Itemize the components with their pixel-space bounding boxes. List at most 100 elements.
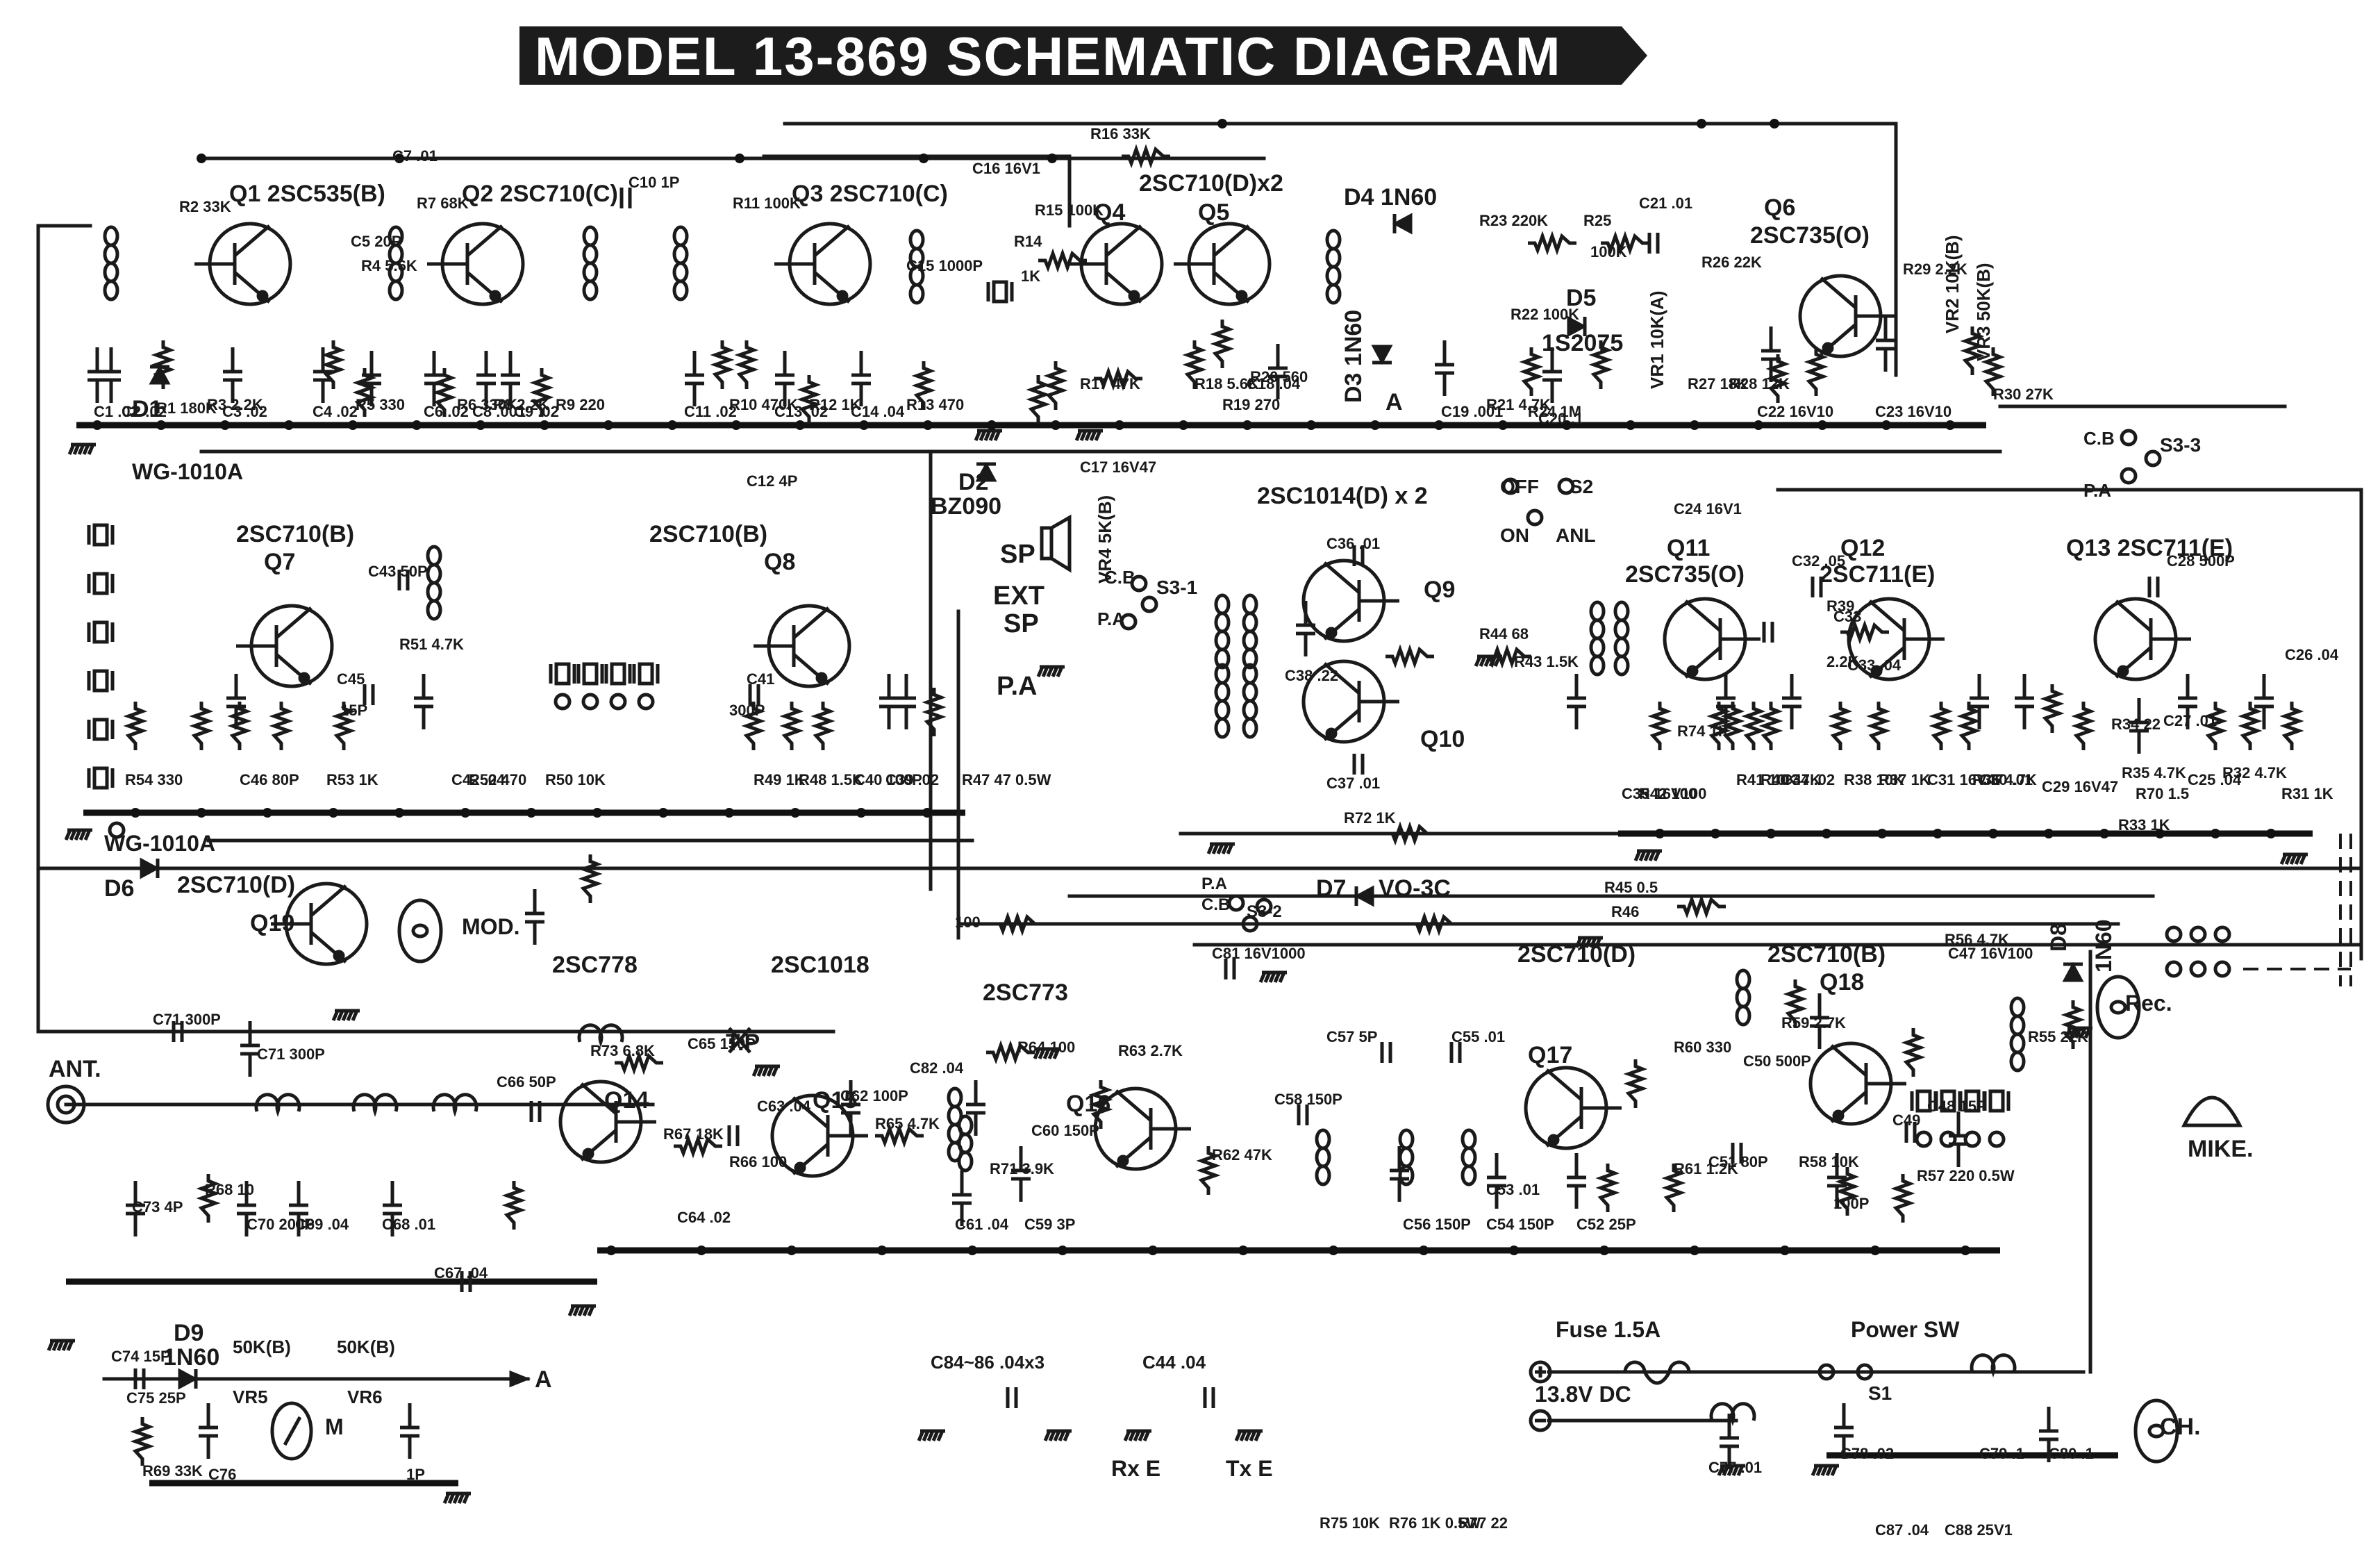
diode-d9 xyxy=(178,1368,199,1390)
junction-dot xyxy=(348,420,358,430)
junction-dot xyxy=(1242,420,1252,430)
switch-contact-10 xyxy=(1255,897,1273,916)
resistor-9 xyxy=(1026,375,1051,424)
supply-minus-terminal xyxy=(1529,1409,1552,1432)
output-a-arrow xyxy=(509,1370,531,1388)
resistor-value-label: R74 1K xyxy=(1677,722,1729,740)
resistor-25 xyxy=(779,702,804,750)
capacitor-25 xyxy=(2178,674,2197,729)
resistor-29 xyxy=(1956,702,1981,750)
capacitor-value-label: C16 16V1 xyxy=(972,160,1040,177)
capacitor-value-label: C77 .01 xyxy=(1708,1459,1762,1476)
capacitor-value-label: C43 50P xyxy=(368,563,428,580)
s2-anl-label: ANL xyxy=(1556,524,1596,546)
resistor-value-label: R19 270 xyxy=(1222,396,1280,413)
vr5-label: VR5 xyxy=(233,1387,268,1407)
ground-symbol xyxy=(2279,852,2308,865)
resistor-11 xyxy=(1182,340,1207,389)
diode-d3 xyxy=(1371,345,1393,365)
resistor-value-label: R53 1K xyxy=(326,771,378,788)
capacitor-value-label: C41 xyxy=(747,670,774,688)
q8-type-label: 2SC710(B) xyxy=(649,521,767,547)
capacitor-value-label: C66 50P xyxy=(497,1073,556,1091)
ground-symbol xyxy=(1811,1464,1839,1476)
rec-lamp xyxy=(2095,975,2141,1040)
supply-plus-terminal xyxy=(1529,1360,1552,1384)
fuse xyxy=(1623,1360,1691,1385)
capacitor-value-label: C40 100P xyxy=(854,771,922,788)
ground-symbol xyxy=(1633,849,1662,861)
capacitor-value-label: C6 .02 xyxy=(424,403,469,420)
junction-dot xyxy=(1238,1246,1248,1255)
q19-label: Q19 xyxy=(250,910,294,936)
junction-dot xyxy=(2211,829,2220,838)
resistor-14 xyxy=(1519,347,1544,396)
capacitor-value-label: C30 .01 xyxy=(1979,771,2033,788)
capacitor-value-label: C62 100P xyxy=(840,1087,908,1105)
resistor-h-0 xyxy=(1122,144,1170,169)
capacitor-value-label: C47 16V100 xyxy=(1948,945,2033,962)
crystal-tx-osc-1 xyxy=(576,662,604,686)
q12-type-label: 2SC711(E) xyxy=(1820,561,1935,588)
crystal-rx-4 xyxy=(87,718,115,741)
capacitor-44 xyxy=(400,1403,419,1459)
transistor-q6 xyxy=(1798,274,1896,358)
capacitor-value-label: C49 xyxy=(1892,1111,1920,1129)
junction-dot xyxy=(156,420,166,430)
resistor-34 xyxy=(1720,702,1745,750)
coil-7 xyxy=(2009,996,2026,1073)
resistor-value-label: R46 xyxy=(1611,903,1639,920)
resistor-h-15 xyxy=(1385,821,1434,846)
s3-3-pa-label: P.A xyxy=(2083,480,2111,501)
s3-1-label: S3-1 xyxy=(1156,577,1197,598)
transistor-q2 xyxy=(427,222,525,306)
crystal-tx-osc-3 xyxy=(632,662,660,686)
meter-label: M xyxy=(325,1414,344,1439)
ground-symbol xyxy=(1234,1429,1263,1441)
junction-dot xyxy=(1655,829,1665,838)
junction-dot xyxy=(220,420,230,430)
switch-contact-12 xyxy=(1817,1363,1836,1381)
junction-dot xyxy=(1817,420,1827,430)
resistor-3 xyxy=(432,368,457,417)
crystal-switch-contact-6 xyxy=(1939,1130,1957,1148)
capacitor-value-label: C67 .04 xyxy=(434,1264,488,1282)
junction-dot xyxy=(1329,1246,1338,1255)
speaker xyxy=(1040,514,1072,573)
q9-q10-type-label: 2SC1014(D) x 2 xyxy=(1257,483,1428,509)
capacitor-value-label: C1 .02 xyxy=(94,403,139,420)
capacitor-value-label: C15 1000P xyxy=(906,257,983,274)
crystal-tx-osc-0 xyxy=(549,662,576,686)
rf-choke-1 xyxy=(254,1093,301,1118)
capacitor-23 xyxy=(1970,674,1989,729)
resistor-value-label: R37 1K xyxy=(1879,771,1931,788)
capacitor-8 xyxy=(685,351,704,406)
d1-label: D1 xyxy=(132,396,162,422)
resistor-value-label: R64 100 xyxy=(1017,1039,1075,1056)
capacitor-value-label: C26 .04 xyxy=(2285,646,2339,663)
resistor-value-label: R65 4.7K xyxy=(875,1115,940,1132)
transformer-winding-1 xyxy=(1214,663,1231,739)
q2-label: Q2 2SC710(C) xyxy=(462,181,618,207)
switch-contact-8 xyxy=(2120,467,2138,485)
resistor-value-label: R72 1K xyxy=(1344,809,1396,827)
junction-dot xyxy=(460,808,470,818)
capacitor-value-label: C61 .04 xyxy=(955,1216,1009,1233)
capacitor-value-label: C42 .04 xyxy=(451,771,506,788)
s3-3-label: S3-3 xyxy=(2160,434,2201,456)
power-choke xyxy=(1970,1353,2017,1378)
capacitor-value-label: C22 16V10 xyxy=(1757,403,1833,420)
resistor-value-label: R21 4.7K xyxy=(1486,396,1551,413)
resistor-value-label: R16 33K xyxy=(1090,125,1151,142)
junction-dot xyxy=(1961,1246,1970,1255)
diode-d8 xyxy=(2062,961,2084,982)
switch-contact-4 xyxy=(1557,477,1575,495)
resistor-value-label: R2 33K xyxy=(179,198,231,215)
capacitor-37 xyxy=(1827,1153,1847,1209)
ch-lamp-label: CH. xyxy=(2160,1414,2201,1440)
ext-label: EXT xyxy=(993,581,1045,611)
capacitor-h-13 xyxy=(460,1271,472,1292)
resistor-value-label: R41 10K xyxy=(1736,771,1797,788)
junction-dot xyxy=(1498,420,1508,430)
